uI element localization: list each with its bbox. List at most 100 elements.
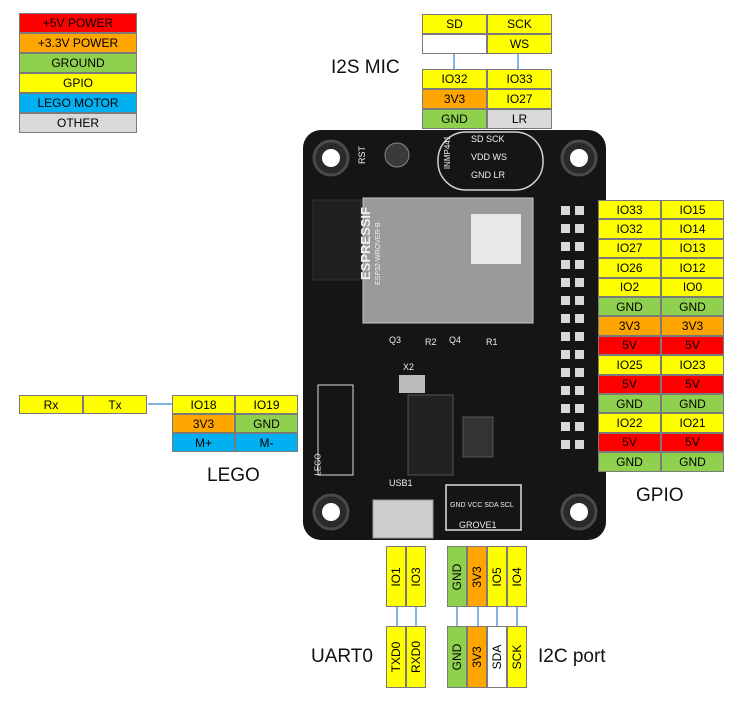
regulator [462,416,494,458]
header-pin [561,440,570,449]
header-pin [575,242,584,251]
mount-hole-tr-inner [570,149,588,167]
uart-pin-cell: RXD0 [406,626,426,688]
header-pin [575,422,584,431]
gpio-pin-cell: IO0 [661,277,724,297]
legend-item: +3.3V POWER [19,33,137,53]
usb-silk: USB1 [389,478,413,488]
header-pin [561,350,570,359]
gpio-pin-cell: GND [661,394,724,414]
uart-pin-cell: IO1 [386,546,406,607]
q4-silk: Q4 [449,335,462,345]
lego-pin-cell: M+ [172,433,235,452]
header-pin [561,224,570,233]
lego-title: LEGO [207,465,260,486]
mic-pins-bot-silk: GND LR [471,170,506,180]
i2c-pin-cell-label: SCK [510,644,524,670]
x2-silk: X2 [403,362,415,372]
gpio-pin-cell: IO32 [598,219,661,239]
mount-hole-tl-inner [322,149,340,167]
header-pin [575,224,584,233]
legend-item: GROUND [19,53,137,73]
i2c-pin-cell-label: SDA [490,644,504,670]
antenna-area [312,199,362,281]
usb-chip [407,394,454,476]
i2s-mic-title: I2S MIC [331,57,400,78]
gpio-pin-cell: IO12 [661,258,724,278]
esp32-board: ESPRESSIF ESP32-WROVER-B RST INMP441 SD … [303,130,606,540]
header-pin [561,296,570,305]
header-pin [575,206,584,215]
i2c-pin-cell: IO4 [507,546,527,607]
gpio-pin-cell: GND [661,297,724,317]
i2c-pin-cell-label: GND [450,643,464,671]
q3-silk: Q3 [389,335,402,345]
uart-pin-cell-label: IO1 [389,566,403,587]
header-pin [575,404,584,413]
header-pin [575,296,584,305]
header-pins [561,206,584,449]
gpio-pin-cell: 3V3 [661,316,724,336]
i2s-pin-cell: IO27 [487,89,552,109]
gpio-pin-cell: IO33 [598,200,661,220]
gpio-pin-cell: IO13 [661,238,724,259]
i2s-pin-cell: SCK [487,14,552,34]
legend-item: GPIO [19,73,137,93]
gpio-pin-cell: 5V [598,374,661,394]
header-pin [575,314,584,323]
gpio-pin-cell: IO25 [598,355,661,375]
grove-silk: GROVE1 [459,520,497,530]
gpio-pin-cell: GND [598,394,661,414]
i2c-pin-cell-label: 3V3 [470,565,484,588]
legend-item: OTHER [19,113,137,133]
gpio-pin-cell: GND [661,452,724,472]
i2c-pin-cell: GND [447,626,467,688]
mic-outline [437,131,544,191]
i2c-pin-cell: 3V3 [467,546,487,607]
header-pin [561,422,570,431]
uart-pin-cell-label: TXD0 [389,641,403,673]
gpio-pin-cell: 5V [661,374,724,394]
mount-hole-br-inner [570,503,588,521]
lego-outline [317,384,354,476]
legend-item: +5V POWER [19,13,137,33]
lego-uart-cell: Rx [19,395,83,414]
reset-button [384,142,410,168]
lego-uart-cell: Tx [83,395,147,414]
i2s-pin-cell: IO33 [487,69,552,89]
mount-hole-bl-inner [322,503,340,521]
grove-outline [445,484,522,531]
legend-item: LEGO MOTOR [19,93,137,113]
header-pin [575,260,584,269]
header-pin [575,440,584,449]
crystal [399,375,425,393]
lego-pin-cell: IO19 [235,395,298,414]
header-pin [575,368,584,377]
gpio-pin-cell: IO2 [598,277,661,297]
i2c-pin-cell: SDA [487,626,507,688]
gpio-pin-cell: 3V3 [598,316,661,336]
lego-pin-cell: M- [235,433,298,452]
gpio-title: GPIO [636,485,684,506]
gpio-pin-cell: 5V [598,335,661,356]
qr-code [471,214,521,264]
usb-port [372,499,434,539]
r2-silk: R2 [425,337,437,347]
header-pin [561,206,570,215]
header-pin [575,350,584,359]
i2c-pin-cell-label: IO5 [490,566,504,587]
lego-pin-cell: IO18 [172,395,235,414]
i2s-pin-cell: IO32 [422,69,487,89]
header-pin [575,386,584,395]
i2c-pin-cell-label: 3V3 [470,646,484,668]
uart0-title: UART0 [311,646,373,667]
uart-pin-cell: TXD0 [386,626,406,688]
gpio-pin-cell: IO26 [598,258,661,278]
i2s-pin-cell [422,34,487,54]
gpio-pin-cell: IO14 [661,219,724,239]
gpio-pin-cell: IO15 [661,200,724,220]
header-pin [561,386,570,395]
i2c-pin-cell: 3V3 [467,626,487,688]
uart-pin-cell-label: RXD0 [409,640,423,674]
i2c-pin-cell-label: IO4 [510,566,524,587]
